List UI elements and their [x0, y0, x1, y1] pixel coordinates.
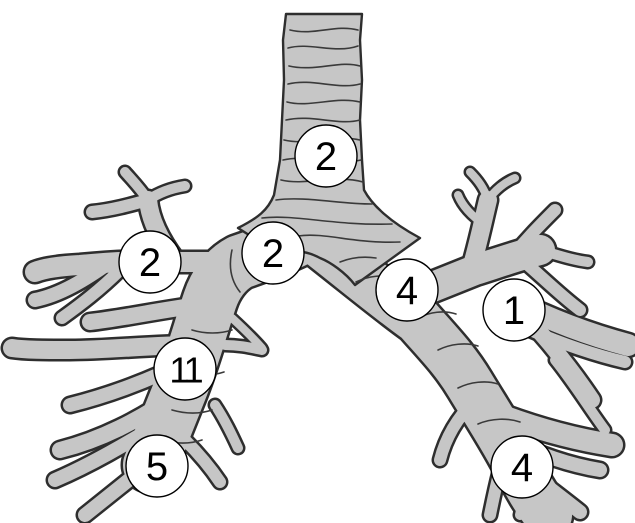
count-marker-right-main-bronchus: 2	[242, 222, 304, 284]
marker-label: 11	[169, 350, 202, 391]
marker-label: 2	[139, 241, 161, 285]
marker-label: 2	[315, 135, 337, 179]
marker-label: 4	[511, 446, 533, 490]
marker-label: 1	[503, 289, 525, 333]
airway-branch	[488, 178, 515, 200]
count-marker-left-upper-lobe: 1	[483, 279, 545, 341]
count-marker-right-upper-lobe: 2	[119, 231, 181, 293]
count-marker-right-lower-lobe: 5	[126, 435, 188, 497]
marker-label: 5	[146, 445, 168, 489]
count-marker-trachea: 2	[295, 125, 357, 187]
count-marker-left-main-bronchus: 4	[376, 259, 438, 321]
marker-label: 2	[262, 232, 284, 276]
count-marker-left-lower-lobe: 4	[491, 436, 553, 498]
marker-label: 4	[396, 269, 418, 313]
count-marker-bronchus-intermedius: 11	[154, 338, 216, 400]
